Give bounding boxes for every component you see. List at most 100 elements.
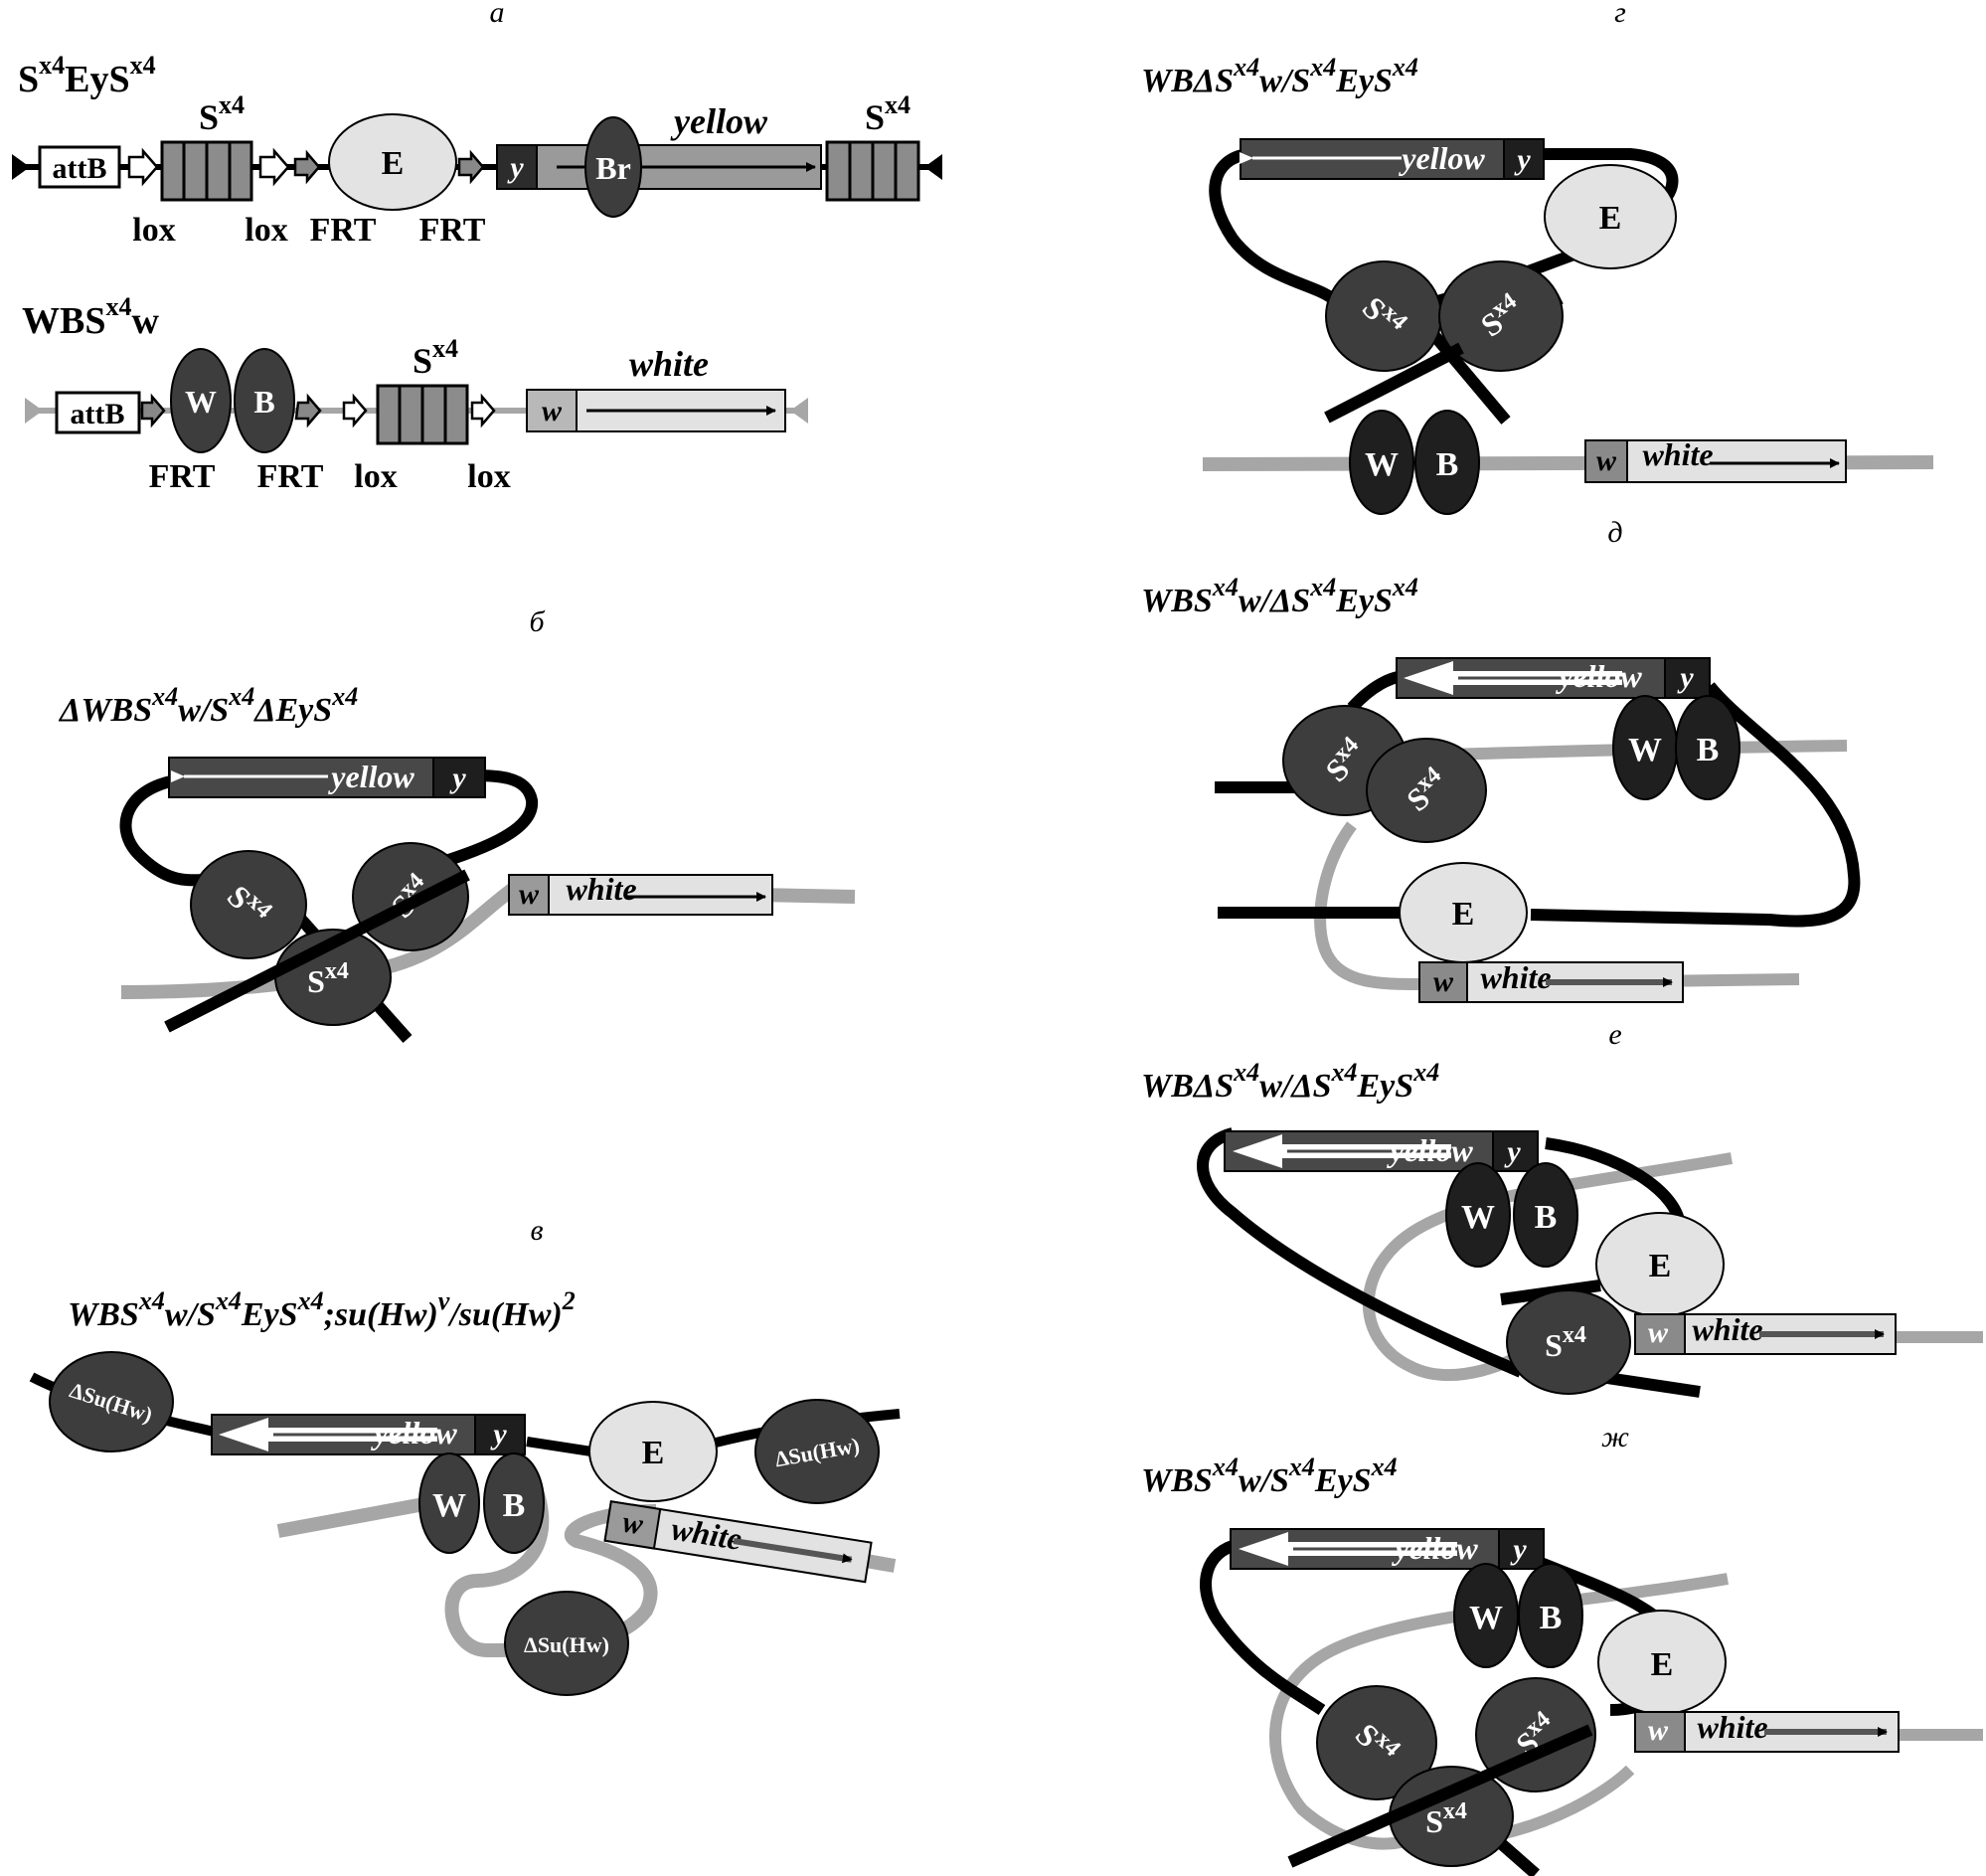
sx4-oval-2-d [1366,738,1487,843]
y-promoter-box-v [474,1414,526,1455]
y-label-zh: y [1510,1533,1527,1566]
black-cross-front-b [164,869,470,1033]
lox-arrow-1 [127,147,159,187]
b-insulator-zh [1518,1563,1583,1668]
panel-letter-g: г [1614,0,1626,29]
enhancer-e-label-v: E [642,1435,665,1471]
white-label-b: white [566,871,636,907]
construct2-title: WBSx4w [22,292,159,342]
insulator-sx4-box-3 [376,384,469,445]
enhancer-e-g [1544,164,1677,269]
frt-arrow-3 [140,393,166,428]
br-label-a: Br [595,150,631,186]
construct2-left-end [25,398,43,424]
y-promoter-box-e [1492,1130,1539,1172]
dsu-oval-1-v [49,1351,174,1452]
construct1-left-end [12,154,30,180]
yellow-label-g: yellow [1398,140,1485,176]
black-cross-front-zh [1287,1724,1593,1868]
panel-v-title: WBSx4w/Sx4EySx4;su(Hw)v/su(Hw)2 [68,1286,576,1333]
panel-zh-title: WBSx4w/Sx4EySx4 [1141,1452,1398,1499]
w-promoter-box-a [526,389,578,432]
dsu-label-3-v: ΔSu(Hw) [524,1632,609,1657]
frt-label-4: FRT [257,458,324,495]
enhancer-e-v [588,1401,718,1502]
panel-e-title: WBΔSx4w/ΔSx4EySx4 [1141,1058,1439,1105]
w-promoter-label-b: w [519,878,540,911]
w-insulator-e [1445,1162,1511,1268]
y-promoter-box-zh [1498,1528,1545,1570]
lox-label-2: lox [245,212,287,249]
frt-arrow-2 [457,149,485,185]
b-label-zh: B [1540,1600,1563,1636]
y-label-v: y [490,1418,507,1450]
panel-letter-d: д [1607,516,1622,549]
y-promoter-box-a [496,144,538,190]
panel-b-title: ΔWBSx4w/Sx4ΔEySx4 [58,682,358,729]
enhancer-e-label-e: E [1649,1248,1672,1284]
white-arrow-v [733,1538,853,1564]
enhancer-e-label-d: E [1452,896,1475,933]
w-promoter-box-g [1584,439,1628,483]
b-label-e: B [1535,1199,1558,1236]
w-promoter-box-d [1418,961,1468,1003]
panel-g: г WBΔSx4w/Sx4EySx4 yellow y E Sx4 Sx4 W … [1141,0,1934,515]
y-promoter-box-b [432,757,486,798]
white-gene-v: w white [603,1500,873,1584]
b-insulator-v [483,1452,545,1554]
w-promoter-box-e [1634,1313,1686,1355]
w-label-a: W [185,384,217,420]
sx4-label-3-b: Sx4 [307,958,349,999]
b-label-g: B [1436,446,1459,483]
panel-v: в WBSx4w/Sx4EySx4;su(Hw)v/su(Hw)2 ΔSu(Hw… [29,1214,901,1696]
w-label-g: W [1365,446,1399,483]
w-insulator-a [170,348,232,453]
black-tail-e [1599,1371,1701,1398]
yellow-label-a: yellow [670,101,768,141]
w-promoter-label-a: w [542,395,563,427]
b-label-d: B [1697,732,1720,768]
panel-letter-zh: ж [1601,1421,1629,1453]
attb-label-2: attB [71,398,125,430]
insulator-sx4-box-2 [825,140,920,202]
attb-box-1 [38,145,121,189]
white-label-a: white [629,344,709,384]
attb-box-2 [55,391,141,434]
y-promoter-box-d [1664,657,1711,699]
y-label-d: y [1677,661,1694,694]
yellow-label-zh: yellow [1391,1530,1478,1566]
w-label-e: W [1461,1199,1495,1236]
b-label-a: B [253,384,274,420]
panel-d: д WBSx4w/ΔSx4EySx4 yellow y W B Sx4 Sx4 … [1141,516,1861,1003]
b-label-v: B [503,1487,526,1524]
yellow-label-v: yellow [370,1415,457,1450]
b-insulator-g [1414,410,1480,515]
y-label-a: y [507,151,524,184]
br-enhancer-a [584,116,642,218]
w-promoter-box-zh [1634,1711,1686,1753]
dsu-oval-3-v [504,1591,629,1696]
enhancer-e-label-zh: E [1651,1646,1674,1683]
construct1-right-end [924,154,942,180]
w-promoter-label-zh: w [1648,1714,1669,1747]
sx4-oval-1-zh [1316,1685,1437,1800]
w-insulator-g [1349,410,1414,515]
sx4-label-1: Sx4 [199,90,245,137]
insulator-sx4-box-1 [160,140,253,202]
lox-label-1: lox [132,212,175,249]
panel-letter-b: б [529,605,545,638]
panel-letter-v: в [530,1214,543,1247]
panel-letter-e: е [1608,1018,1621,1051]
frt-arrow-1 [293,149,321,185]
frt-arrow-4 [294,393,322,428]
panel-zh: ж WBSx4w/Sx4EySx4 yellow y W B E Sx4 Sx4… [1141,1421,1983,1876]
lox-label-4: lox [467,458,510,495]
b-insulator-a [234,348,295,453]
sx4-oval-1-b [190,850,307,959]
panel-a: а Sx4EySx4 attB Sx4 E y Br yellow [12,0,942,495]
panel-b: б ΔWBSx4w/Sx4ΔEySx4 yellow y Sx4 Sx4 Sx4… [58,605,856,1043]
w-promoter-label-g: w [1596,444,1617,477]
white-label-d: white [1480,959,1551,995]
yellow-label-d: yellow [1555,658,1642,694]
